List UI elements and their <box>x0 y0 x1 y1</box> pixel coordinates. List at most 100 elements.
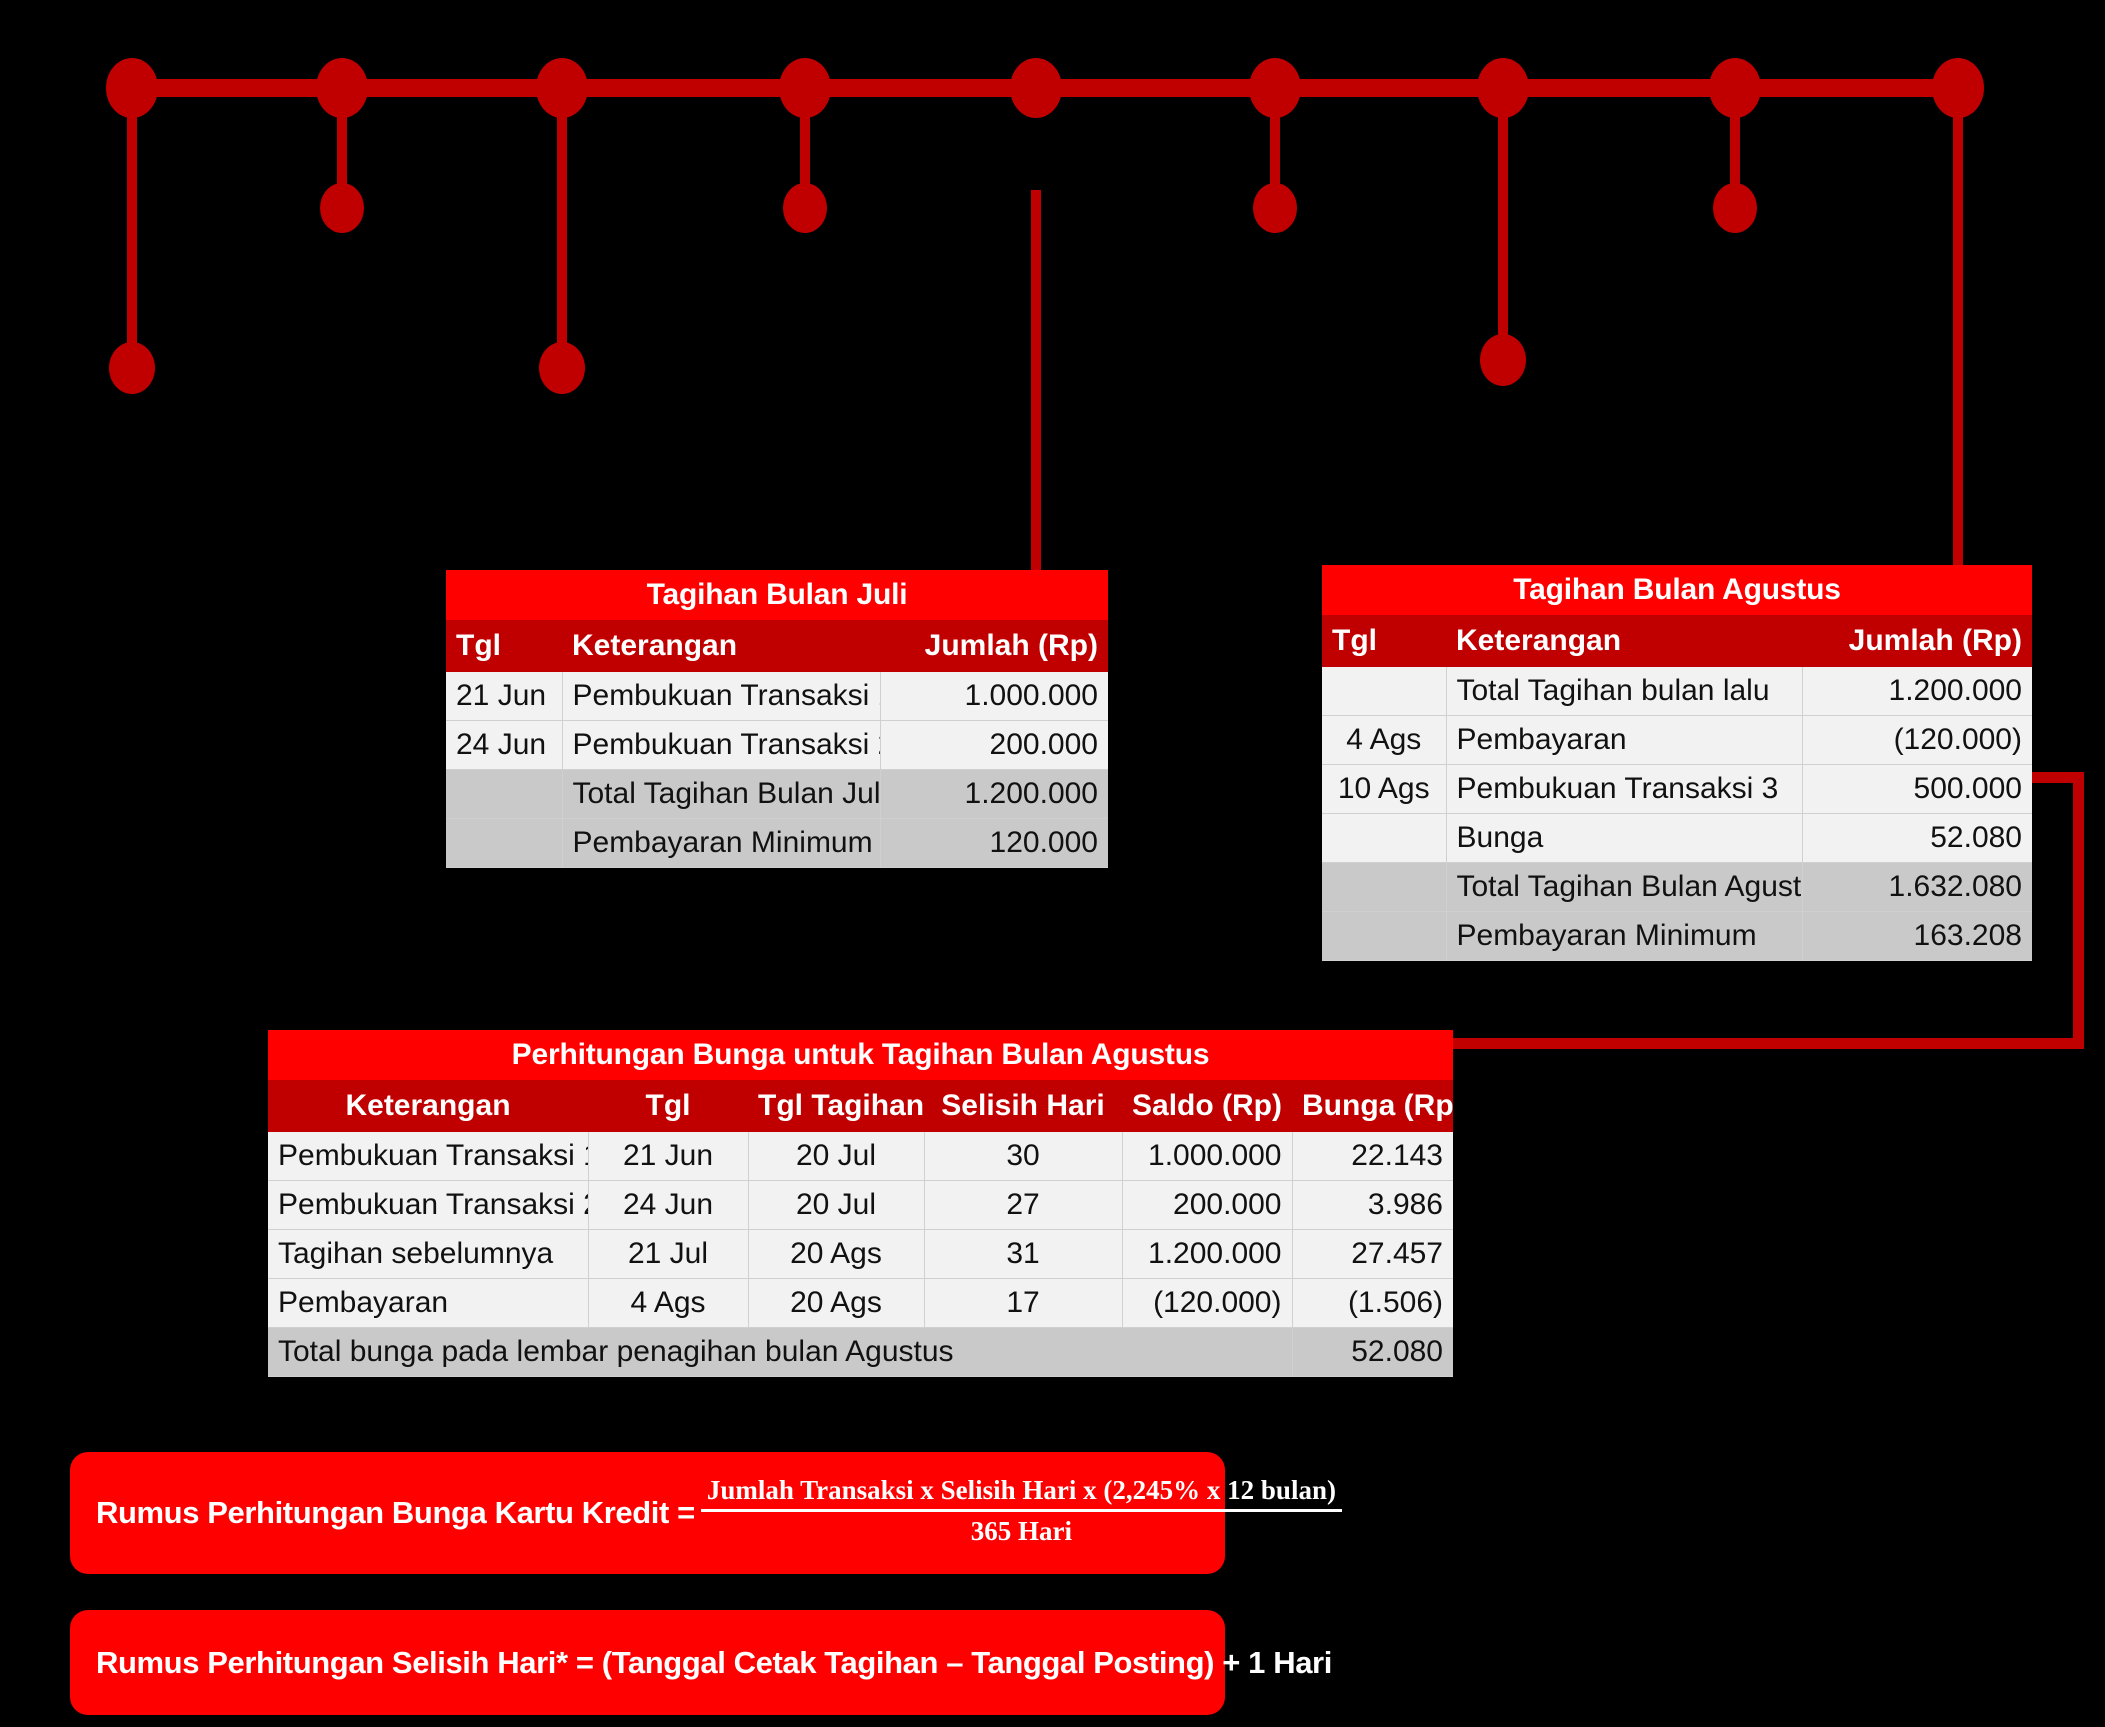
formula-bunga-fraction: Jumlah Transaksi x Selisih Hari x (2,245… <box>700 1475 1342 1547</box>
timeline-drop-line <box>337 88 347 208</box>
cell-keterangan: Pembukuan Transaksi 1 <box>562 672 881 721</box>
timeline-node-1 <box>106 58 158 394</box>
timeline-drop-line <box>557 88 567 368</box>
connector-agustus-vertical <box>1953 114 1963 569</box>
connector-juli-vertical <box>1031 190 1041 572</box>
table-row: Pembukuan Transaksi 1 21 Jun 20 Jul 30 1… <box>268 1132 1453 1181</box>
cell-jumlah: 1.200.000 <box>1802 667 2032 716</box>
cell-keterangan: Pembayaran Minimum <box>562 818 881 868</box>
col-header-bunga: Bunga (Rp) <box>1292 1080 1453 1132</box>
col-header-keterangan: Keterangan <box>562 620 880 672</box>
col-header-tgl: Tgl <box>1322 615 1446 667</box>
timeline-end-marker <box>783 183 827 233</box>
cell-total-value: 52.080 <box>1292 1327 1453 1377</box>
col-header-tgl-tagihan: Tgl Tagihan <box>748 1080 924 1132</box>
cell-selisih-hari: 17 <box>924 1278 1123 1328</box>
col-header-jumlah: Jumlah (Rp) <box>880 620 1108 672</box>
cell-total-label: Total bunga pada lembar penagihan bulan … <box>268 1327 1293 1377</box>
timeline-node-dot <box>1709 58 1761 118</box>
cell-tgl <box>1322 911 1447 961</box>
timeline-drop-line <box>800 88 810 208</box>
cell-keterangan: Bunga <box>1446 813 1803 863</box>
timeline-node-dot <box>106 58 158 118</box>
formula-box-bunga: Rumus Perhitungan Bunga Kartu Kredit = J… <box>70 1452 1342 1574</box>
cell-tgl: 4 Ags <box>1322 715 1447 765</box>
timeline-node-6 <box>1249 58 1301 233</box>
timeline-node-dot <box>1249 58 1301 118</box>
table-row: Pembayaran 4 Ags 20 Ags 17 (120.000) (1.… <box>268 1278 1453 1328</box>
table-agustus-header-row: Tgl Keterangan Jumlah (Rp) <box>1322 615 2032 667</box>
cell-saldo: (120.000) <box>1122 1278 1293 1328</box>
table-row-total: Total Tagihan Bulan Juli 1.200.000 <box>446 769 1108 819</box>
cell-tgl <box>1322 667 1447 716</box>
cell-tgl-tagihan: 20 Ags <box>748 1229 925 1279</box>
col-header-jumlah: Jumlah (Rp) <box>1802 615 2032 667</box>
cell-jumlah: 52.080 <box>1802 813 2032 863</box>
table-row: 10 Ags Pembukuan Transaksi 3 500.000 <box>1322 764 2032 814</box>
cell-jumlah: 1.632.080 <box>1802 862 2032 912</box>
connector-elbow-bottom <box>1450 1038 2084 1049</box>
cell-tgl <box>446 769 563 819</box>
cell-tgl: 24 Jun <box>446 720 563 770</box>
cell-jumlah: 163.208 <box>1802 911 2032 961</box>
cell-tgl <box>1322 862 1447 912</box>
cell-jumlah: (120.000) <box>1802 715 2032 765</box>
timeline-end-marker <box>1253 183 1297 233</box>
timeline-node-dot <box>779 58 831 118</box>
table-agustus-title: Tagihan Bulan Agustus <box>1322 565 2032 615</box>
col-header-selisih-hari: Selisih Hari <box>924 1080 1122 1132</box>
cell-tgl-tagihan: 20 Jul <box>748 1180 925 1230</box>
cell-jumlah: 120.000 <box>880 818 1108 868</box>
cell-saldo: 200.000 <box>1122 1180 1293 1230</box>
cell-tgl: 24 Jun <box>588 1180 749 1230</box>
timeline-drop-line <box>1730 88 1740 208</box>
cell-saldo: 1.000.000 <box>1122 1132 1293 1181</box>
table-row: Tagihan sebelumnya 21 Jul 20 Ags 31 1.20… <box>268 1229 1453 1279</box>
timeline-drop-line <box>127 88 137 368</box>
table-row: Total Tagihan bulan lalu 1.200.000 <box>1322 667 2032 716</box>
table-tagihan-juli: Tagihan Bulan Juli Tgl Keterangan Jumlah… <box>446 570 1108 868</box>
cell-bunga: 3.986 <box>1292 1180 1453 1230</box>
table-bunga-title: Perhitungan Bunga untuk Tagihan Bulan Ag… <box>268 1030 1453 1080</box>
cell-tgl: 21 Jun <box>446 672 563 721</box>
timeline-end-marker <box>1713 183 1757 233</box>
formula-bunga-numerator: Jumlah Transaksi x Selisih Hari x (2,245… <box>700 1475 1342 1512</box>
table-agustus-title-row: Tagihan Bulan Agustus <box>1322 565 2032 615</box>
cell-tgl: 21 Jun <box>588 1132 749 1181</box>
timeline-drop-line <box>1270 88 1280 208</box>
table-tagihan-agustus: Tagihan Bulan Agustus Tgl Keterangan Jum… <box>1322 565 2032 961</box>
cell-bunga: 22.143 <box>1292 1132 1453 1181</box>
cell-jumlah: 500.000 <box>1802 764 2032 814</box>
col-header-saldo: Saldo (Rp) <box>1122 1080 1292 1132</box>
timeline-node-8 <box>1709 58 1761 233</box>
formula-selisih-hari-text: Rumus Perhitungan Selisih Hari* = (Tangg… <box>96 1644 1332 1680</box>
table-row-minimum: Pembayaran Minimum 163.208 <box>1322 911 2032 961</box>
table-row: 21 Jun Pembukuan Transaksi 1 1.000.000 <box>446 672 1108 721</box>
timeline-node-dot <box>1477 58 1529 118</box>
cell-selisih-hari: 27 <box>924 1180 1123 1230</box>
cell-selisih-hari: 31 <box>924 1229 1123 1279</box>
formula-bunga-denominator: 365 Hari <box>970 1516 1073 1546</box>
cell-tgl: 10 Ags <box>1322 764 1447 814</box>
table-row-minimum: Pembayaran Minimum 120.000 <box>446 818 1108 868</box>
cell-jumlah: 1.200.000 <box>880 769 1108 819</box>
cell-keterangan: Tagihan sebelumnya <box>268 1229 589 1279</box>
cell-bunga: 27.457 <box>1292 1229 1453 1279</box>
cell-jumlah: 1.000.000 <box>880 672 1108 721</box>
table-row: 4 Ags Pembayaran (120.000) <box>1322 715 2032 765</box>
table-row: 24 Jun Pembukuan Transaksi 2 200.000 <box>446 720 1108 770</box>
timeline-end-marker <box>1480 334 1526 386</box>
timeline-node-dot <box>1932 58 1984 118</box>
col-header-keterangan: Keterangan <box>268 1080 588 1132</box>
timeline-node-3 <box>536 58 588 394</box>
formula-box-selisih-hari: Rumus Perhitungan Selisih Hari* = (Tangg… <box>70 1610 1332 1715</box>
table-juli-title-row: Tagihan Bulan Juli <box>446 570 1108 620</box>
connector-elbow-right <box>2073 772 2084 1049</box>
table-row: Bunga 52.080 <box>1322 813 2032 863</box>
cell-keterangan: Pembayaran <box>1446 715 1803 765</box>
cell-tgl: 21 Jul <box>588 1229 749 1279</box>
timeline-node-dot <box>536 58 588 118</box>
timeline-end-marker <box>109 342 155 394</box>
cell-keterangan: Total Tagihan Bulan Juli <box>562 769 881 819</box>
